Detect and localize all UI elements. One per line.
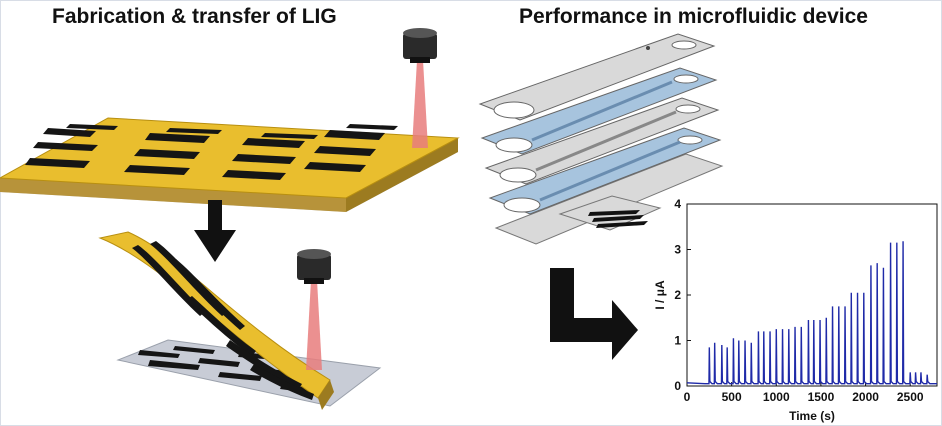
laser-head-icon xyxy=(403,28,437,148)
x-tick-label: 1500 xyxy=(808,390,835,404)
y-tick-label: 3 xyxy=(674,243,681,257)
electrode-substrate-layer xyxy=(494,153,724,245)
x-axis-label: Time (s) xyxy=(789,409,835,423)
lig-board xyxy=(0,117,460,212)
spacer-layer xyxy=(484,97,720,185)
current-trace xyxy=(686,241,937,385)
x-tick-label: 0 xyxy=(684,390,691,404)
lig-electrode-pattern xyxy=(25,124,398,180)
y-tick-label: 0 xyxy=(674,379,681,393)
y-axis-label: I / μA xyxy=(653,280,667,310)
down-arrow-icon xyxy=(194,200,236,262)
corner-arrow-icon xyxy=(550,268,638,360)
chart-plot-area xyxy=(686,203,938,387)
channel-layer xyxy=(480,67,718,155)
y-tick-label: 2 xyxy=(674,288,681,302)
current-time-chart: 0 1 2 3 4 0 500 1000 1500 2000 2500 Time (s) I / … xyxy=(653,197,938,423)
lig-transfer xyxy=(98,231,382,410)
y-tick-label: 4 xyxy=(674,197,681,211)
x-tick-label: 2000 xyxy=(852,390,879,404)
channel-layer xyxy=(488,127,722,215)
x-tick-label: 1000 xyxy=(763,390,790,404)
laser-head-icon xyxy=(297,249,331,370)
x-tick-label: 2500 xyxy=(897,390,924,404)
microfluidic-layers xyxy=(478,33,724,245)
performance-heading: Performance in microfluidic device xyxy=(519,5,868,28)
x-tick-label: 500 xyxy=(722,390,742,404)
y-tick-label: 1 xyxy=(674,334,681,348)
cover-layer xyxy=(478,33,716,121)
fabrication-heading: Fabrication & transfer of LIG xyxy=(52,5,337,28)
